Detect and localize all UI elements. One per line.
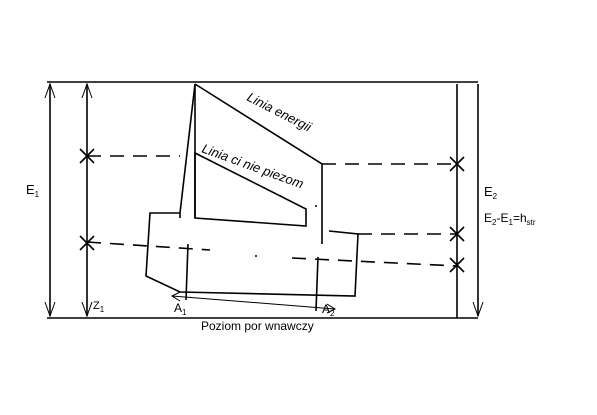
energy-line-label: Linia energii [245, 89, 315, 135]
tank-body [145, 212, 359, 297]
cross-marker-left-lower [79, 235, 95, 251]
a1-label: A1 [174, 301, 187, 317]
e2-dimension [472, 84, 484, 318]
cross-marker-right-upper [449, 156, 465, 172]
e2-label: E2 [484, 184, 498, 201]
center-dot [255, 255, 257, 257]
small-dot [315, 205, 317, 207]
cross-marker-left-upper [79, 148, 95, 164]
piezometric-line-label: Linia ci nie piezom [200, 141, 306, 192]
cross-marker-right-lower [449, 257, 465, 273]
a2-label: A2 [322, 302, 335, 318]
upstream-wall [179, 83, 196, 214]
z1-dimension [81, 82, 93, 318]
e1-dimension [44, 82, 56, 318]
dashed-level-middle-left [86, 241, 211, 251]
head-loss-label: E2-E1=hstr [484, 211, 536, 227]
reference-level-label: Poziom por wnawczy [201, 319, 314, 333]
z1-label: Z1 [93, 300, 105, 314]
a1-a2-dimension [170, 291, 337, 314]
section-a2-line [315, 256, 319, 312]
dashed-level-lower [291, 257, 458, 267]
e1-label: E1 [26, 182, 40, 199]
cross-marker-right-middle [449, 226, 465, 242]
section-a1-line [185, 243, 189, 301]
